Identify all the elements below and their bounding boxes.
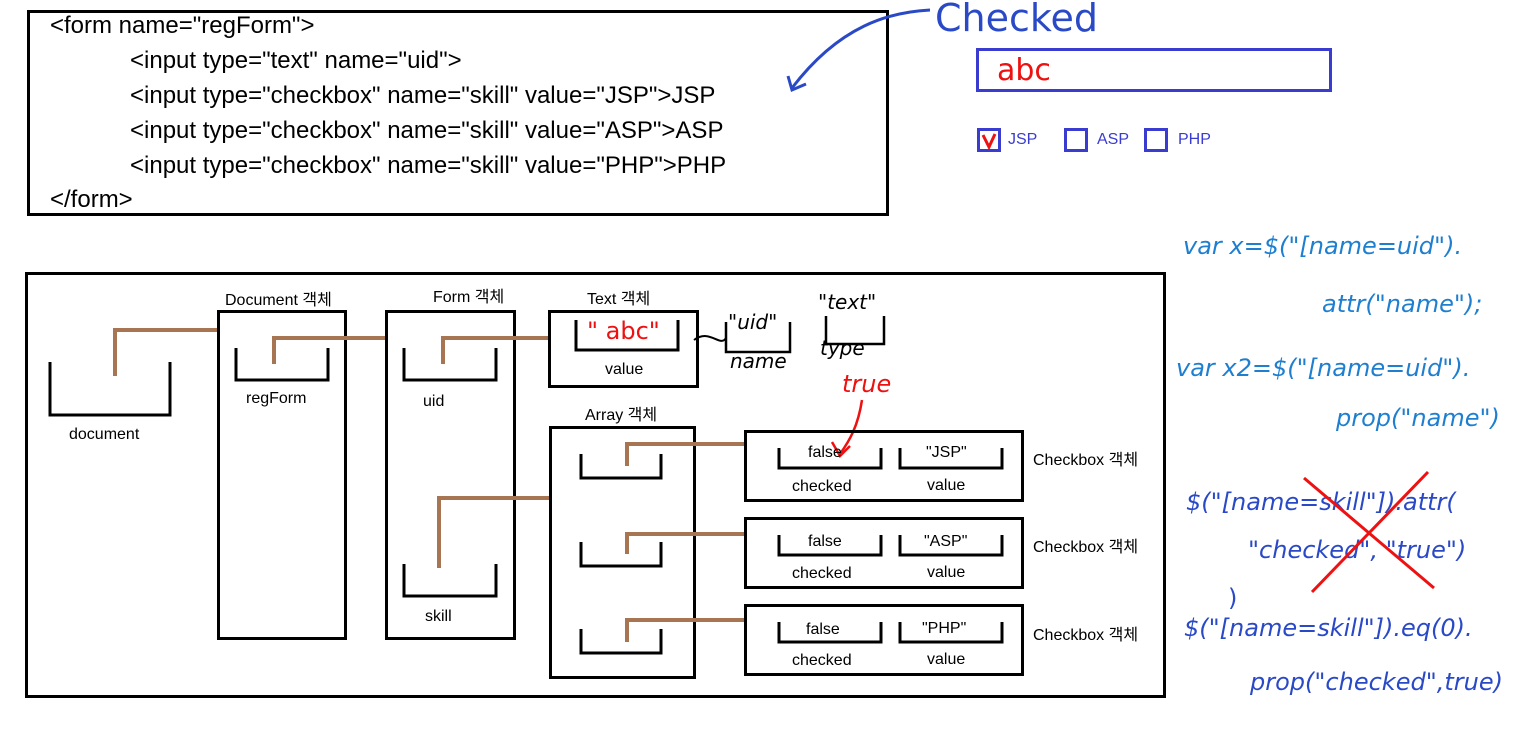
check-mark-icon [981,133,997,149]
checkbox-php-checked-label: checked [792,652,852,669]
text-value-bucket [574,320,680,352]
checkbox-php-value-bucket [898,622,1004,644]
uid-label: uid [423,393,445,410]
code-line-checkbox-php: <input type="checkbox" name="skill" valu… [130,152,727,179]
wire-slot2-v [625,618,629,642]
form-object-title: Form 객체 [433,289,505,306]
note-line2b: prop("name") [1336,404,1500,432]
checkbox-php-checked-val: false [806,621,840,638]
array-object-title: Array 객체 [585,407,658,424]
wire-regform-h [272,336,385,340]
preview-checkbox-asp[interactable] [1064,128,1088,152]
name-bracket [693,322,792,354]
array-object [549,426,696,679]
document-bucket [48,362,172,417]
strike-x [1303,470,1435,594]
skill-label: skill [425,608,452,625]
note-line3c: ) [1228,584,1238,612]
note-line4a: $("[name=skill"]).eq(0). [1184,614,1473,642]
note-line3b: "checked", "true") [1248,536,1467,564]
checkbox-php-value-val: "PHP" [922,620,967,637]
code-box [27,10,889,216]
checkbox-jsp-value-bucket [898,448,1004,470]
checkbox-jsp-checked-label: checked [792,478,852,495]
note-line1b: attr("name"); [1322,290,1483,318]
note-line2a: var x2=$("[name=uid"). [1176,354,1471,382]
text-object [548,310,699,388]
checkbox-object-jsp [744,430,1024,502]
checkbox-object-php [744,604,1024,676]
wire-slot0-v [625,442,629,466]
code-line-text-input: <input type="text" name="uid"> [130,47,462,74]
code-line-form-close: </form> [50,186,133,213]
wire-slot1-v [625,532,629,554]
code-line-checkbox-asp: <input type="checkbox" name="skill" valu… [130,117,724,144]
wire-regform-v [272,336,276,364]
checkbox-object-asp [744,517,1024,589]
document-object-title: Document 객체 [225,292,332,309]
uid-bucket [402,348,498,382]
document-object [217,310,347,640]
checkbox-jsp-value-label: value [927,477,966,494]
wire-slot0-h [625,442,744,446]
wire-slot2-h [625,618,744,622]
document-label: document [69,426,140,443]
checkbox-asp-value-bucket [898,535,1004,557]
text-value-abc: " abc" [587,317,660,345]
note-line1a: var x=$("[name=uid"). [1183,232,1463,260]
checkbox-php-value-label: value [927,651,966,668]
array-slot-1 [579,542,663,568]
checkbox-asp-checked-bucket [777,535,883,557]
checked-annotation: Checked [935,0,1099,40]
wire-skill-h [437,496,549,500]
true-note: true [842,370,892,398]
code-line-form-open: <form name="regForm"> [50,12,315,39]
checkbox-asp-checked-label: checked [792,565,852,582]
wire-document-v [113,328,117,376]
wire-document-h [113,328,217,332]
wire-uid-h [441,336,548,340]
checkbox-jsp-checked-bucket [777,448,883,470]
preview-checkbox-php[interactable] [1144,128,1168,152]
preview-label-jsp: JSP [1008,131,1038,148]
preview-label-asp: ASP [1097,131,1130,148]
preview-text-input[interactable]: abc [976,48,1332,92]
name-note-label: name [730,349,787,373]
checked-arrow [786,8,931,93]
text-object-title: Text 객체 [587,291,651,308]
preview-label-php: PHP [1178,131,1211,148]
diagram-frame [25,272,1166,698]
type-bracket [824,316,886,346]
checkbox-object-title-asp: Checkbox 객체 [1033,539,1139,556]
code-line-checkbox-jsp: <input type="checkbox" name="skill" valu… [130,82,716,109]
skill-bucket [402,564,498,598]
checkbox-asp-value-label: value [927,564,966,581]
array-slot-0 [579,454,663,480]
checkbox-asp-value-val: "ASP" [924,533,968,550]
checkbox-object-title-php: Checkbox 객체 [1033,627,1139,644]
preview-checkbox-jsp[interactable] [977,128,1001,152]
regform-bucket [234,348,330,382]
checkbox-php-checked-bucket [777,622,883,644]
type-note-label: type [820,336,865,360]
checkbox-asp-checked-val: false [808,533,842,550]
wire-uid-v [441,336,445,364]
array-slot-2 [579,629,663,655]
wire-skill-v [437,496,441,568]
checkbox-object-title-jsp: Checkbox 객체 [1033,452,1139,469]
note-line4b: prop("checked",true) [1250,668,1503,696]
text-value-label: value [605,361,644,378]
wire-slot1-h [625,532,744,536]
name-note-uid: "uid" [728,310,778,334]
checkbox-jsp-value-val: "JSP" [926,444,967,461]
form-object [385,310,516,640]
preview-text-value: abc [997,53,1051,88]
checkbox-jsp-checked-val: false [808,444,842,461]
type-note-text: "text" [818,290,877,314]
regform-label: regForm [246,390,307,407]
